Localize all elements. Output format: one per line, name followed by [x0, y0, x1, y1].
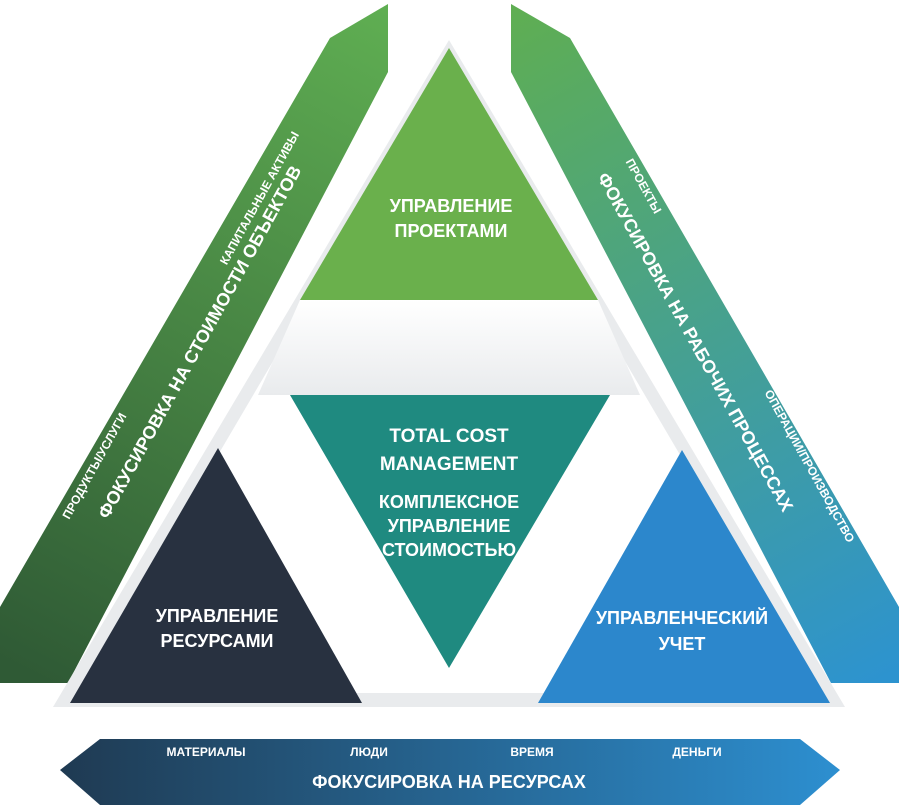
bottom-band-item-materials: МАТЕРИАЛЫ — [166, 745, 245, 759]
bottom-band-item-people: ЛЮДИ — [350, 745, 388, 759]
top-triangle — [300, 48, 598, 300]
center-triangle-line1: TOTAL COST — [389, 426, 509, 447]
right-band — [511, 4, 899, 683]
bottom-band — [60, 739, 840, 805]
bottom-band-item-time: ВРЕМЯ — [510, 745, 553, 759]
left-triangle-line1: УПРАВЛЕНИЕ — [156, 606, 279, 626]
center-triangle — [290, 395, 610, 668]
bottom-band-title: ФОКУСИРОВКА НА РЕСУРСАХ — [312, 772, 586, 792]
top-triangle-line2: ПРОЕКТАМИ — [395, 221, 508, 241]
center-triangle-line5: СТОИМОСТЬЮ — [382, 540, 516, 560]
center-triangle-line4: УПРАВЛЕНИЕ — [388, 516, 511, 536]
left-triangle — [70, 448, 362, 703]
top-triangle-line1: УПРАВЛЕНИЕ — [390, 196, 513, 216]
center-triangle-line2: MANAGEMENT — [380, 454, 519, 475]
center-triangle-line3: КОМПЛЕКСНОЕ — [379, 492, 519, 512]
left-triangle-line2: РЕСУРСАМИ — [160, 631, 273, 651]
right-triangle-line1: УПРАВЛЕНЧЕСКИЙ — [596, 607, 768, 628]
right-triangle-line2: УЧЕТ — [659, 634, 706, 654]
bottom-band-item-money: ДЕНЬГИ — [672, 745, 721, 759]
left-band — [0, 4, 388, 683]
right-triangle — [538, 450, 830, 703]
shade-band — [258, 300, 640, 395]
